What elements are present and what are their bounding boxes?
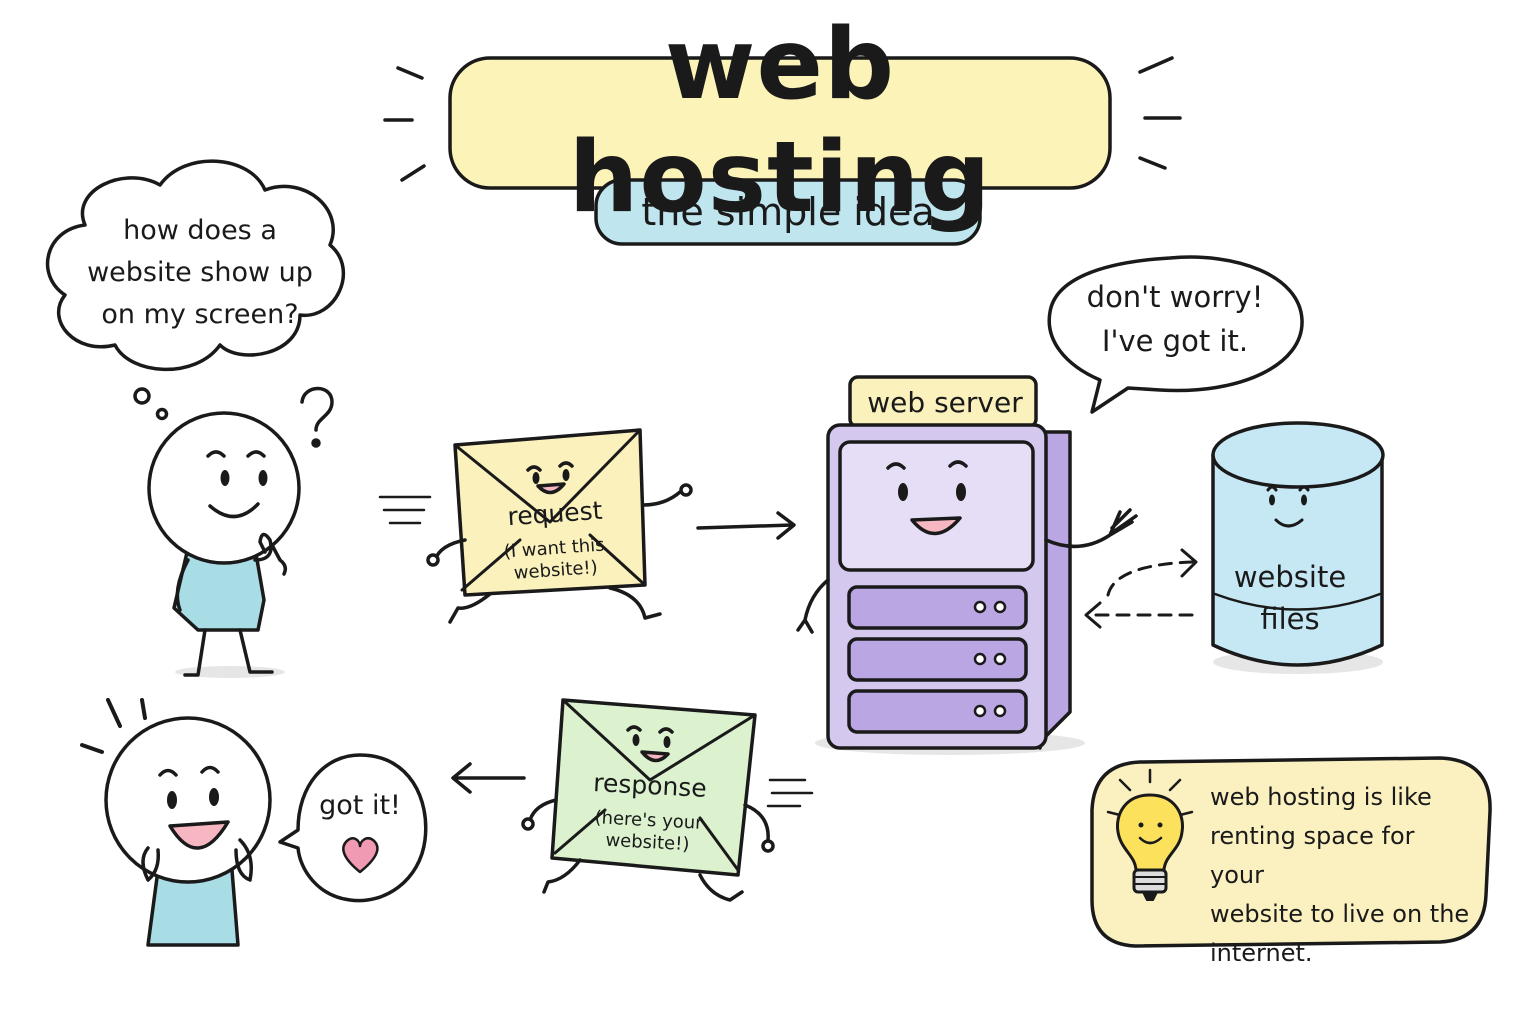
thought-bubble-text: how does a website show up on my screen? <box>70 210 330 336</box>
response-note: (here's your website!) <box>562 806 734 859</box>
server-speech-line-2: I've got it. <box>1101 324 1249 358</box>
server-label: web server <box>867 385 1023 419</box>
arrow-left-icon <box>451 762 526 794</box>
lightbulb-icon <box>1106 768 1194 901</box>
server-speech-line-1: don't worry! <box>1086 280 1264 314</box>
files-label: website files <box>1215 556 1365 640</box>
files-label-line-2: files <box>1260 602 1320 636</box>
server-icon <box>796 375 1138 755</box>
happy-person <box>80 698 272 947</box>
title-banner <box>383 56 1182 190</box>
exchange-arrowheads <box>1084 548 1198 629</box>
server-speech-text: don't worry! I've got it. <box>1070 275 1280 363</box>
tip-line-3: website to live on the <box>1210 900 1470 928</box>
tip-line-2: renting space for your <box>1210 822 1415 889</box>
reply-speech-bubble <box>278 753 428 903</box>
request-envelope <box>378 428 693 624</box>
tip-line-1: web hosting is like <box>1210 783 1432 811</box>
arrow-right-icon <box>696 511 796 540</box>
subtitle-banner <box>594 178 982 246</box>
thought-cloud <box>45 159 346 421</box>
server-files-exchange <box>1090 560 1194 617</box>
tip-text: web hosting is like renting space for yo… <box>1210 778 1470 973</box>
thought-line-2: website show up <box>87 257 313 288</box>
response-envelope <box>521 698 814 902</box>
question-mark-icon <box>300 386 334 448</box>
page-title: web hosting <box>568 8 992 235</box>
files-label-line-1: website <box>1233 560 1347 594</box>
database-icon <box>1211 421 1385 674</box>
tip-box <box>1090 756 1492 948</box>
thought-line-3: on my screen? <box>101 299 299 330</box>
heart-icon <box>342 837 379 874</box>
tip-line-4: internet. <box>1210 939 1313 967</box>
page-subtitle: the simple idea <box>641 190 935 235</box>
reply-text: got it! <box>319 790 401 821</box>
server-speech-bubble <box>1047 255 1304 414</box>
thinking-person <box>147 411 301 678</box>
thought-line-1: how does a <box>123 215 277 246</box>
